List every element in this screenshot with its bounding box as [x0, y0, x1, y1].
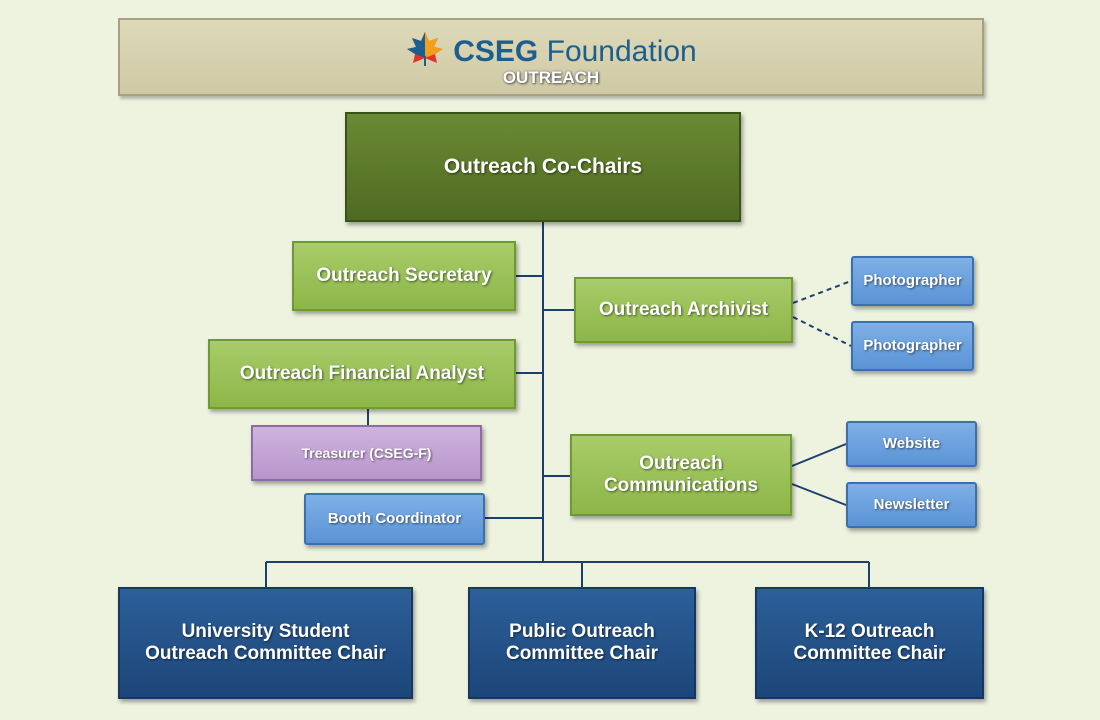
photographer-1-connector	[792, 280, 852, 304]
booth-coordinator-label: Booth Coordinator	[327, 510, 462, 528]
university-chair-label-line2: Outreach Committee Chair	[145, 643, 386, 664]
public-chair-box: Public Outreach Committee Chair	[468, 587, 696, 699]
newsletter-box: Newsletter	[846, 482, 977, 528]
photographer-1-label: Photographer	[863, 272, 962, 290]
treasurer-label: Treasurer (CSEG-F)	[301, 444, 432, 461]
university-chair-label-line1: University Student	[181, 621, 350, 643]
photographer-1-box: Photographer	[851, 256, 974, 306]
website-label: Website	[882, 435, 941, 453]
k12-chair-box: K-12 Outreach Committee Chair	[755, 587, 984, 699]
secretary-label: Outreach Secretary	[316, 265, 492, 287]
archivist-label: Outreach Archivist	[598, 299, 769, 321]
secretary-box: Outreach Secretary	[292, 241, 516, 311]
financial-analyst-box: Outreach Financial Analyst	[208, 339, 516, 409]
header-subtitle: OUTREACH	[502, 68, 600, 87]
university-chair-box: University Student Outreach Committee Ch…	[118, 587, 413, 699]
header-banner: CSEG Foundation OUTREACH	[118, 18, 984, 96]
maple-leaf-logo-icon	[405, 30, 445, 73]
communications-label-line1: Outreach	[639, 453, 723, 475]
public-chair-label-line1: Public Outreach	[509, 621, 655, 643]
public-chair-label-line2: Committee Chair	[505, 643, 659, 664]
photographer-2-box: Photographer	[851, 321, 974, 371]
booth-coordinator-box: Booth Coordinator	[304, 493, 485, 545]
k12-chair-label-line2: Committee Chair	[793, 643, 946, 664]
photographer-2-connector	[792, 316, 852, 347]
treasurer-box: Treasurer (CSEG-F)	[251, 425, 482, 481]
financial-analyst-label: Outreach Financial Analyst	[239, 363, 485, 385]
co-chairs-label: Outreach Co-Chairs	[443, 154, 643, 178]
newsletter-connector	[791, 483, 847, 506]
brand-bold: CSEG	[453, 34, 539, 68]
brand-rest: Foundation	[538, 34, 697, 68]
logo-row: CSEG Foundation	[120, 30, 982, 73]
website-box: Website	[846, 421, 977, 467]
website-connector	[791, 443, 847, 467]
photographer-2-label: Photographer	[863, 337, 962, 355]
communications-label-line2: Communications	[603, 475, 759, 496]
newsletter-label: Newsletter	[873, 496, 950, 514]
communications-box: Outreach Communications	[570, 434, 792, 516]
brand-name: CSEG Foundation	[453, 35, 696, 69]
archivist-box: Outreach Archivist	[574, 277, 793, 343]
k12-chair-label-line1: K-12 Outreach	[804, 621, 935, 643]
co-chairs-box: Outreach Co-Chairs	[345, 112, 741, 222]
